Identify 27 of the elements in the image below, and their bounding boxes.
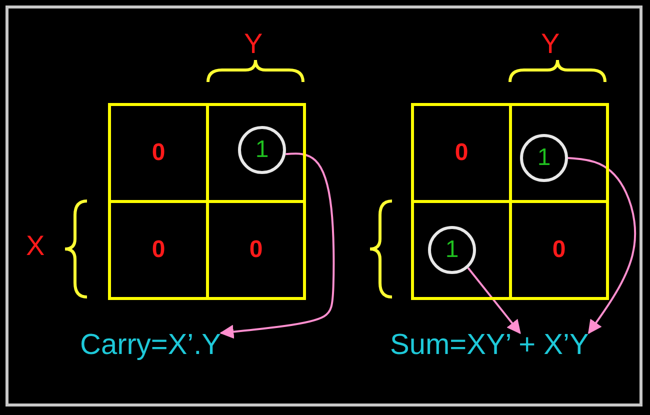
kmap-cell xyxy=(509,103,609,203)
cell-value: 0 xyxy=(249,238,263,262)
kmap-cell xyxy=(108,103,209,203)
kmap-cell xyxy=(411,103,512,203)
cell-value: 0 xyxy=(552,238,566,262)
arrow xyxy=(220,152,335,339)
cell-value: 0 xyxy=(152,238,166,262)
cell-value: 1 xyxy=(255,138,269,162)
cell-value: 0 xyxy=(454,141,468,165)
axis-label: Y xyxy=(541,30,560,58)
grouping-circle xyxy=(428,226,476,274)
kmap-cell xyxy=(411,200,512,300)
kmap-cell xyxy=(509,200,609,300)
cell-value: 1 xyxy=(445,238,459,262)
kmap-cell xyxy=(206,103,306,203)
grouping-circle xyxy=(520,134,568,182)
kmap-cell xyxy=(206,200,306,300)
arrow xyxy=(568,157,636,334)
arrow xyxy=(467,267,521,334)
formula-text: Sum=XY’ + X’Y xyxy=(390,330,589,362)
axis-label: X xyxy=(26,232,45,260)
axis-label: Y xyxy=(244,30,263,58)
cell-value: 1 xyxy=(537,146,551,170)
grouping-circle xyxy=(238,126,286,174)
kmap-cell xyxy=(108,200,209,300)
cell-value: 0 xyxy=(152,141,166,165)
formula-text: Carry=X’.Y xyxy=(80,330,222,362)
